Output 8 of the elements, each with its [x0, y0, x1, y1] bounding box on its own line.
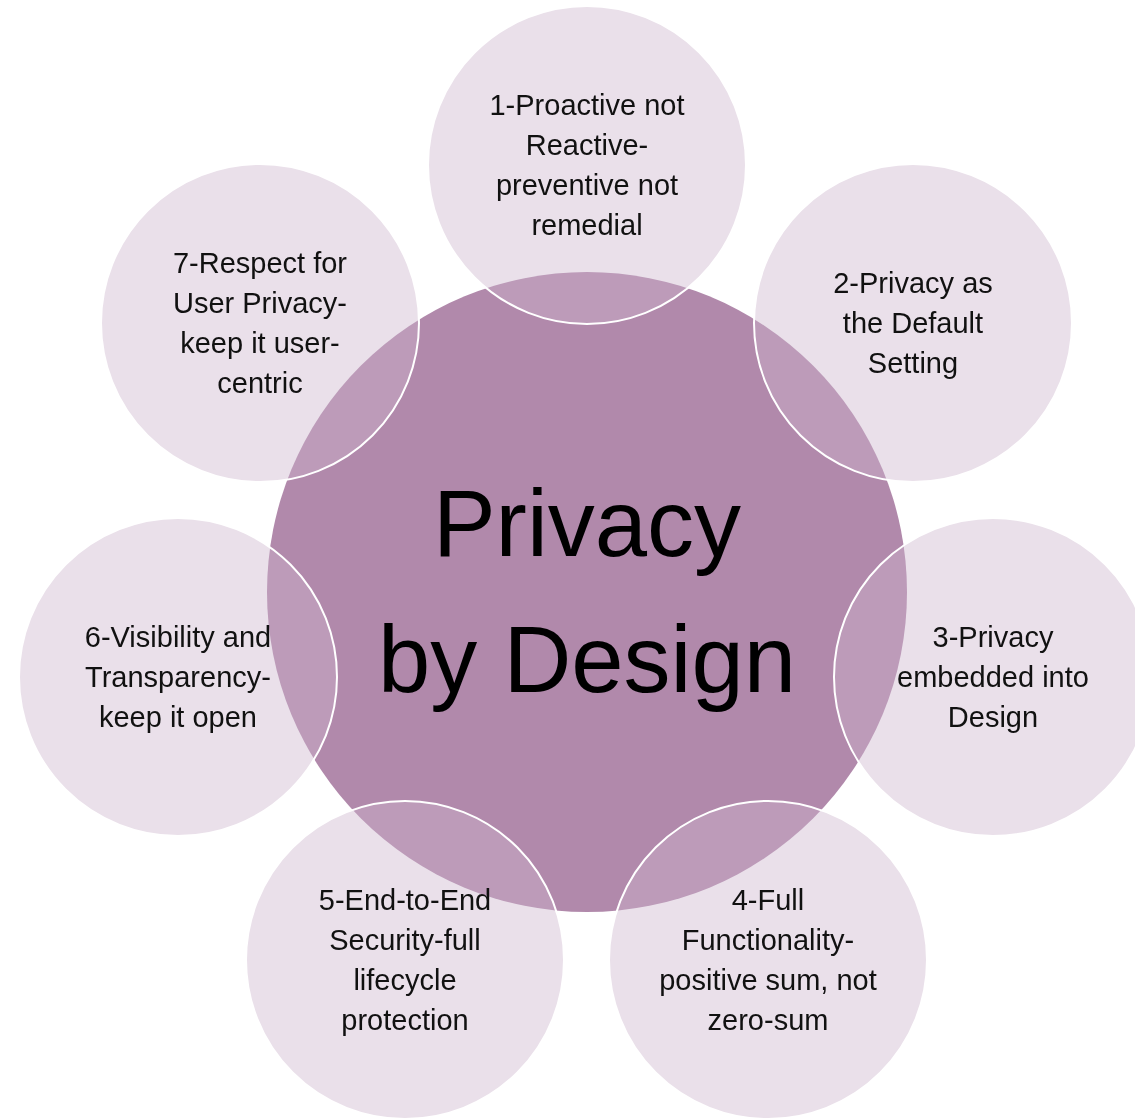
principle-text: 1-Proactive not Reactive- preventive not remedial: [488, 87, 686, 243]
principle-text: 3-Privacy embedded into Design: [896, 619, 1090, 735]
principle-text: 7-Respect for User Privacy- keep it user- centric: [171, 245, 349, 401]
principle-text: 5-End-to-End Security-full lifecycle protection: [317, 882, 493, 1038]
principle-text: 4-Full Functionality- positive sum, not zero-sum: [658, 882, 878, 1038]
title-text: Privacy by Design: [377, 469, 797, 714]
principle-text: 2-Privacy as the Default Setting: [832, 265, 994, 381]
principle-text: 6-Visibility and Transparency- keep it open: [83, 619, 273, 735]
